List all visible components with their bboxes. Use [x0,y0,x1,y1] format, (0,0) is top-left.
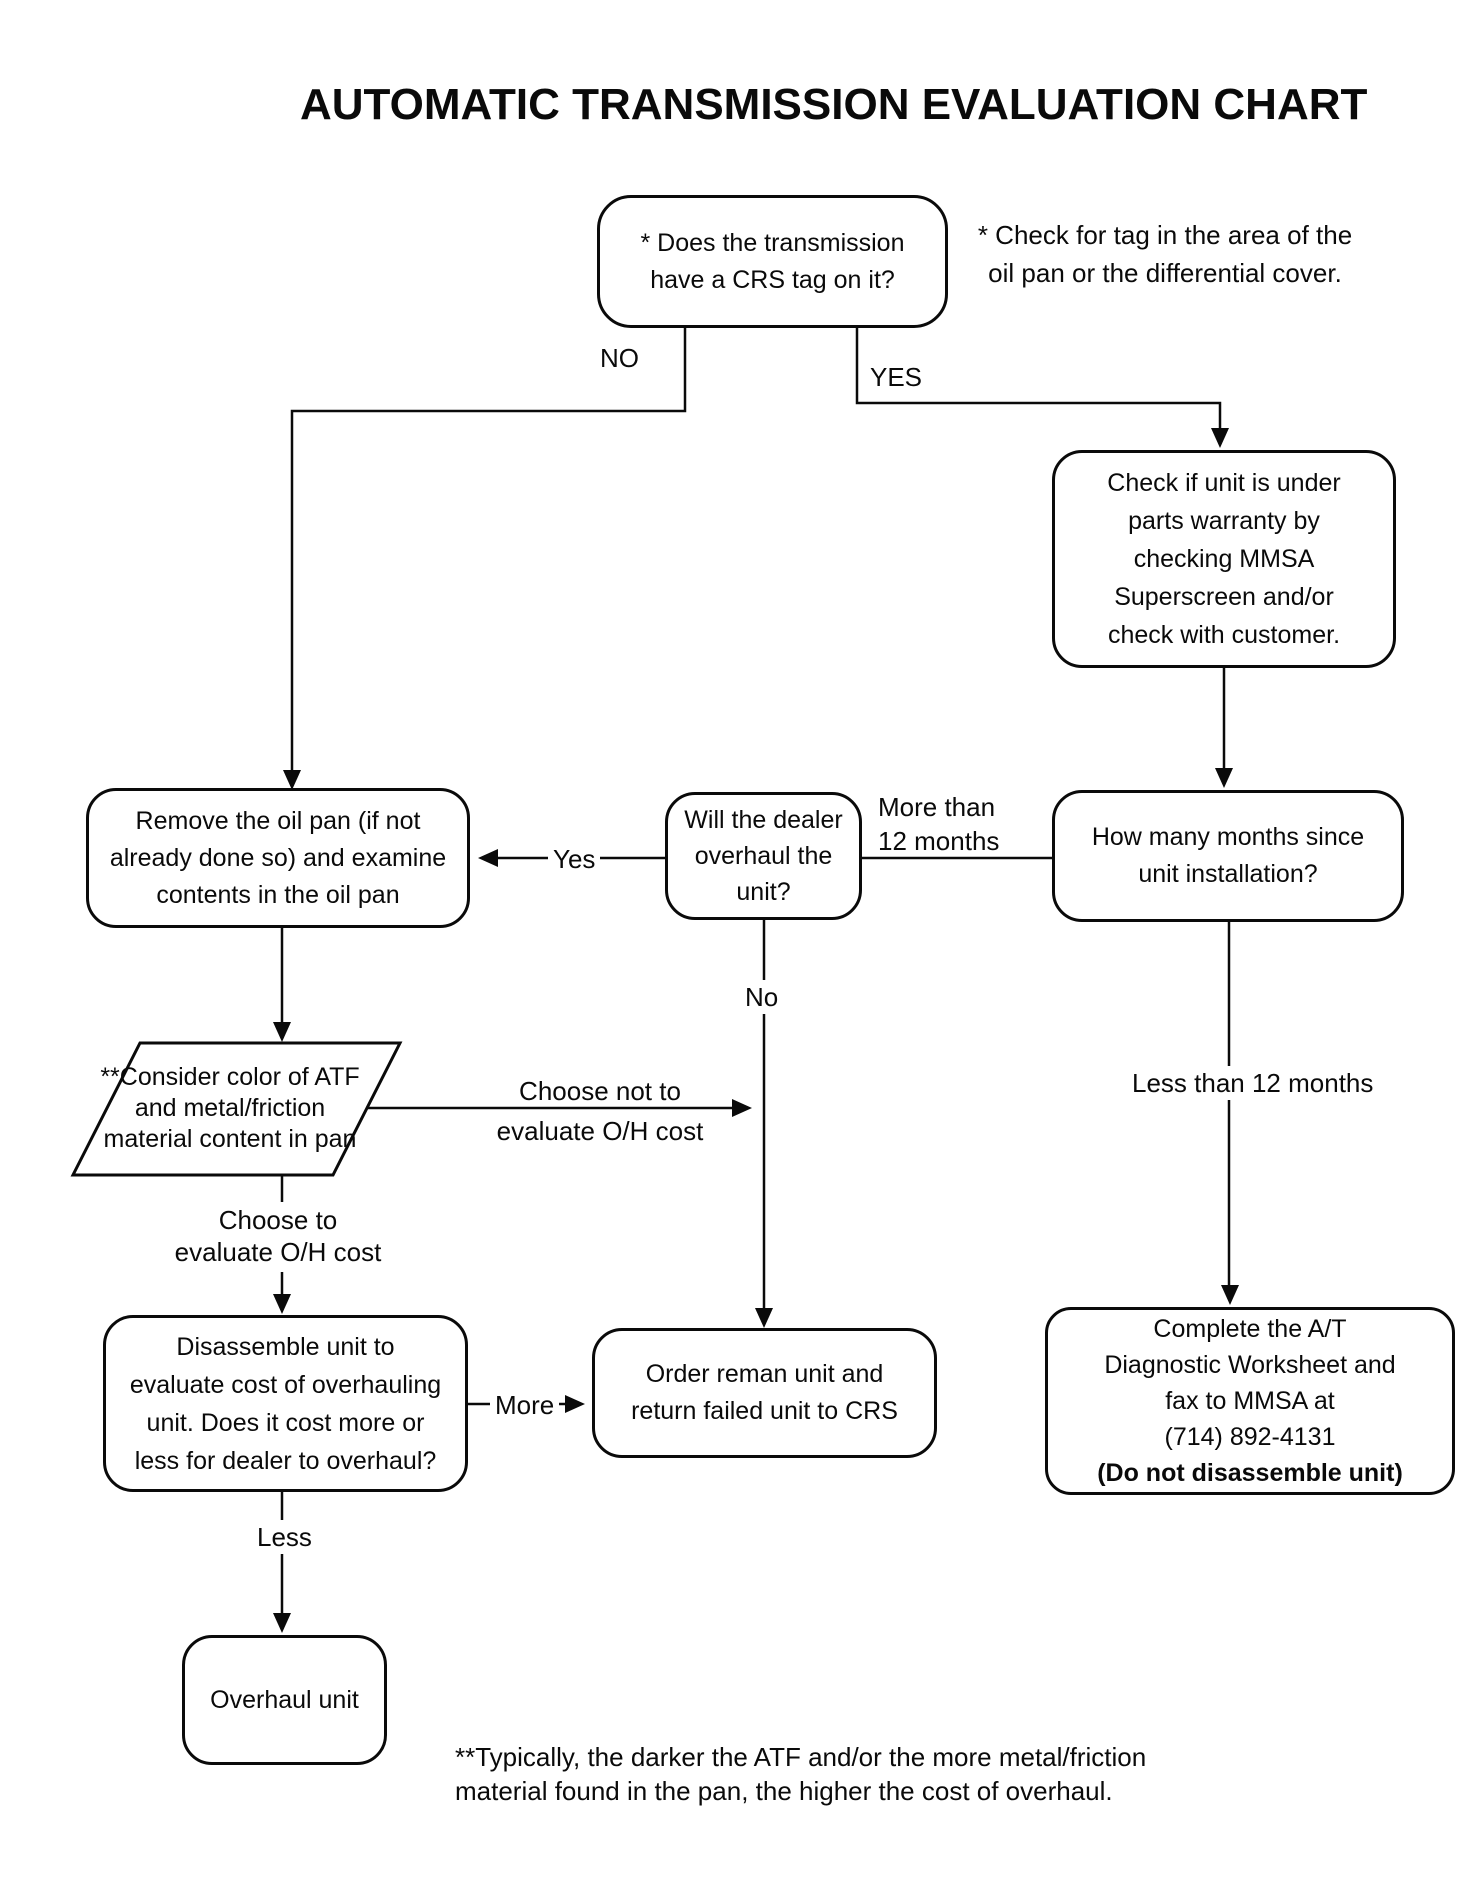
consider-atf-parallelogram [70,1041,403,1177]
arrowheads [273,428,1239,1633]
edge-label-more-than-12: More than 12 months [878,792,1000,856]
node-months-since-install: How many months since unit installation? [1052,790,1404,922]
edge-label-less: Less [252,1520,317,1554]
page-title: AUTOMATIC TRANSMISSION EVALUATION CHART [300,80,1368,129]
node-will-dealer-overhaul: Will the dealer overhaul the unit? [665,792,862,920]
edge-label-less-than-12: Less than 12 months [1127,1066,1373,1100]
node-order-reman: Order reman unit and return failed unit … [592,1328,937,1458]
node-complete-worksheet: Complete the A/T Diagnostic Worksheet an… [1045,1307,1455,1495]
footnote: **Typically, the darker the ATF and/or t… [455,1742,1147,1806]
edge-label-no-mid: No [740,980,784,1014]
node-disassemble-evaluate: Disassemble unit to evaluate cost of ove… [103,1315,468,1492]
edge-label-no-top: NO [600,343,639,373]
node-remove-oil-pan: Remove the oil pan (if not already done … [86,788,470,928]
edge-label-yes-mid: Yes [548,842,601,876]
edge-label-choose-not: Choose not to [519,1076,681,1106]
edge-label-yes-top: YES [870,362,923,392]
node-overhaul-unit: Overhaul unit [182,1635,387,1765]
node-check-warranty: Check if unit is under parts warranty by… [1052,450,1396,668]
node-consider-atf-text: **Consider color of ATF and metal/fricti… [100,1063,360,1153]
edge-label-more: More [490,1388,560,1422]
edge-label-choose-to: Choose to evaluate O/H cost [174,1205,382,1267]
tag-location-note: * Check for tag in the area of the oil p… [977,220,1353,288]
node-crs-tag-question: * Does the transmission have a CRS tag o… [597,195,948,328]
edge-label-choose-not-2: evaluate O/H cost [496,1116,704,1146]
